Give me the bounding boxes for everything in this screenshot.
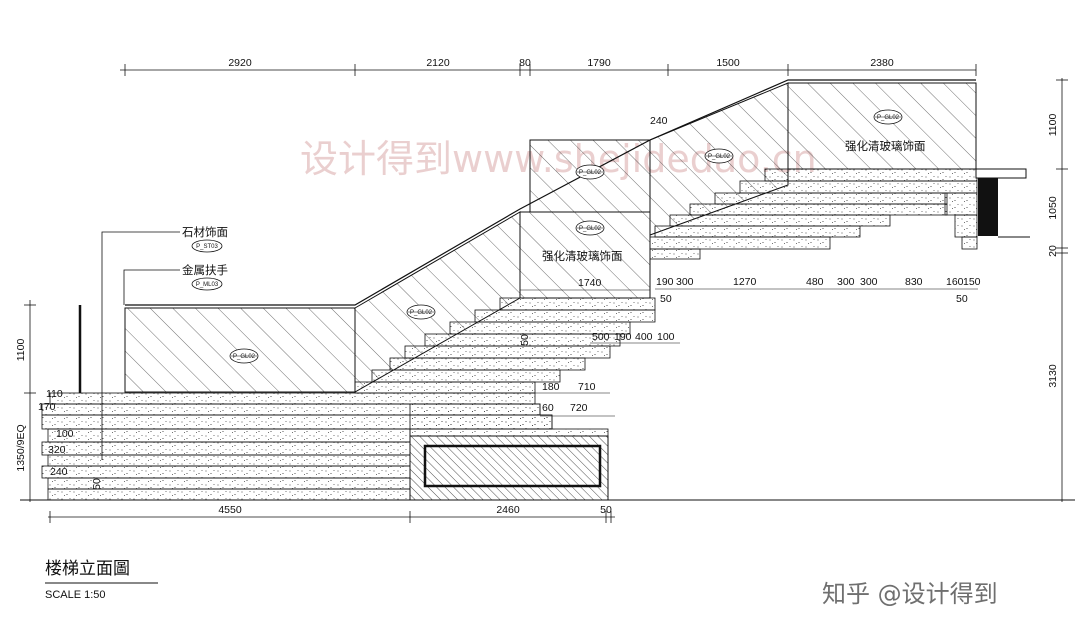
top-dim-5: 1500	[716, 57, 740, 69]
stone-finish-label: 石材饰面	[182, 225, 228, 239]
dim-300-up: 300	[676, 276, 694, 288]
middle-flight-steps	[354, 297, 656, 394]
dim-500: 500	[592, 331, 610, 343]
left-dim-100: 100	[56, 428, 74, 440]
left-dim-320: 320	[48, 444, 66, 456]
bottom-dimension-chain: 4550 2460 50	[48, 504, 615, 523]
glass-finish-label-upper: 强化清玻璃饰面	[845, 139, 926, 153]
right-dimension-chain: 1100 1050 20 3130	[1047, 78, 1068, 502]
glass-finish-label-lower: 强化清玻璃饰面	[542, 249, 623, 263]
svg-text:P_GL02: P_GL02	[579, 226, 602, 232]
handrail-code: P_ML03	[196, 282, 219, 288]
dim-50-up: 50	[956, 293, 968, 305]
stone-finish-code: P_ST03	[196, 244, 218, 250]
top-dim-4: 1790	[587, 57, 611, 69]
right-dim-2: 1050	[1047, 196, 1059, 220]
dim-300-a: 300	[837, 276, 855, 288]
dim-1740: 1740	[578, 277, 602, 289]
dim-710: 710	[578, 381, 596, 393]
left-dim-170: 170	[38, 401, 56, 413]
right-dim-1: 1100	[1047, 114, 1059, 137]
dim-720: 720	[570, 402, 588, 414]
upper-flight-dims: 190 300 1270 480 300 300 830 160 150 50 …	[650, 115, 981, 305]
drawing-title: 楼梯立面圖	[45, 559, 130, 579]
dim-190: 190	[614, 331, 632, 343]
tag-glass-1: P_GL02	[229, 348, 259, 364]
left-dim-1100: 1100	[15, 339, 27, 362]
bottom-dim-3: 50	[600, 504, 612, 516]
svg-text:P_GL02: P_GL02	[579, 170, 602, 176]
dim-830: 830	[905, 276, 923, 288]
dim-160: 160	[946, 276, 964, 288]
middle-flight-dims: 500 190 400 100 1740 50 50	[519, 277, 680, 346]
right-dim-3: 20	[1047, 245, 1059, 257]
dim-1270: 1270	[733, 276, 757, 288]
top-dimension-chain: 2920 2120 80 1790 1500 2380	[120, 57, 977, 76]
bottom-dim-1: 4550	[218, 504, 242, 516]
dim-60: 60	[542, 402, 554, 414]
handrail-label: 金属扶手	[182, 263, 228, 277]
title-block: 楼梯立面圖 SCALE 1:50	[45, 559, 158, 601]
svg-text:P_GL02: P_GL02	[708, 154, 731, 160]
bottom-dim-2: 2460	[496, 504, 520, 516]
top-dim-1: 2920	[228, 57, 252, 69]
tag-glass-4: P_GL02	[575, 164, 605, 180]
credit-watermark: 知乎 @设计得到	[822, 580, 998, 608]
left-dim-110: 110	[46, 388, 63, 400]
svg-text:P_GL02: P_GL02	[877, 115, 900, 121]
top-dim-3: 80	[519, 57, 531, 69]
tag-glass-5: P_GL02	[704, 148, 734, 164]
dim-300-b: 300	[860, 276, 878, 288]
tag-glass-3: P_GL02	[575, 220, 605, 236]
left-dim-50: 50	[91, 478, 103, 490]
dim-480: 480	[806, 276, 824, 288]
svg-text:P_GL02: P_GL02	[410, 310, 433, 316]
dim-400: 400	[635, 331, 653, 343]
left-dimension-chain: 1100 1350/9EQ 110 170 100 320 240 50	[15, 300, 103, 502]
drawing-scale: SCALE 1:50	[45, 589, 106, 601]
material-notes: 石材饰面 P_ST03 金属扶手 P_ML03 强化清玻璃饰面 强化清玻璃饰面	[101, 139, 926, 460]
material-tags: P_GL02 P_GL02 P_GL02 P_GL02 P_GL02 P_GL0…	[229, 109, 903, 364]
upper-landing-slab	[975, 168, 1030, 238]
dim-50-rot: 50	[519, 334, 531, 346]
left-dim-240: 240	[50, 466, 68, 478]
tag-glass-2: P_GL02	[406, 304, 436, 320]
top-dim-2: 2120	[426, 57, 450, 69]
dim-190-up: 190	[656, 276, 674, 288]
base-block	[409, 435, 609, 501]
right-dim-4: 3130	[1047, 364, 1059, 388]
tag-glass-6: P_GL02	[873, 109, 903, 125]
left-dim-eq: 1350/9EQ	[15, 424, 27, 471]
dim-240-small: 240	[650, 115, 668, 127]
dim-180: 180	[542, 381, 560, 393]
lower-platform-steps	[41, 392, 609, 501]
svg-text:P_GL02: P_GL02	[233, 354, 256, 360]
dim-100: 100	[657, 331, 675, 343]
dim-150: 150	[963, 276, 981, 288]
lower-flight-dims: 180 710 60 720	[535, 381, 615, 417]
top-dim-6: 2380	[870, 57, 894, 69]
upper-flight-steps	[649, 168, 978, 260]
dim-50-mid: 50	[660, 293, 672, 305]
